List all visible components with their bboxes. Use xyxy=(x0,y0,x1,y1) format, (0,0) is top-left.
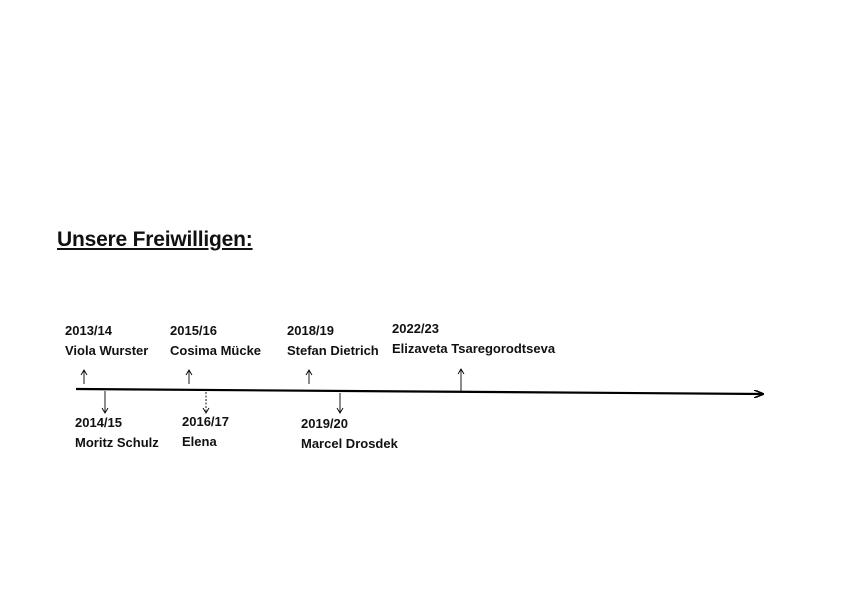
entry-name: Elena xyxy=(182,434,217,449)
entry-name: Marcel Drosdek xyxy=(301,436,398,451)
entry-name: Moritz Schulz xyxy=(75,435,159,450)
entry-2016: 2016/17 Elena xyxy=(182,412,229,452)
arrow-down-2014 xyxy=(101,391,109,414)
entry-year: 2016/17 xyxy=(182,414,229,429)
entry-name: Cosima Mücke xyxy=(170,343,262,358)
entry-year: 2022/23 xyxy=(392,321,439,336)
arrow-up-2013 xyxy=(80,369,88,384)
arrow-down-2016-head xyxy=(202,407,210,414)
timeline-axis xyxy=(75,387,763,394)
arrow-up-2015 xyxy=(185,369,193,384)
entry-2019: 2019/20 Marcel Drosdek xyxy=(301,414,398,454)
entry-year: 2019/20 xyxy=(301,416,348,431)
entry-2014: 2014/15 Moritz Schulz xyxy=(75,413,159,453)
entry-2015: 2015/16 Cosima Mücke xyxy=(170,321,261,361)
entry-year: 2014/15 xyxy=(75,415,122,430)
entry-name: Elizaveta Tsaregorodtseva xyxy=(392,341,556,356)
arrow-down-2019 xyxy=(336,393,344,414)
entry-year: 2018/19 xyxy=(287,323,334,338)
entry-year: 2013/14 xyxy=(65,323,112,338)
entry-2018: 2018/19 Stefan Dietrich xyxy=(287,321,379,361)
entry-name: Stefan Dietrich xyxy=(287,343,379,358)
entry-year: 2015/16 xyxy=(170,323,217,338)
entry-2022: 2022/23 Elizaveta Tsaregorodtseva xyxy=(392,319,555,359)
arrow-up-2018 xyxy=(305,369,313,384)
arrow-up-2022 xyxy=(457,368,465,392)
entry-2013: 2013/14 Viola Wurster xyxy=(65,321,148,361)
entry-name: Viola Wurster xyxy=(65,343,149,358)
page-heading: Unsere Freiwilligen: xyxy=(57,228,253,251)
